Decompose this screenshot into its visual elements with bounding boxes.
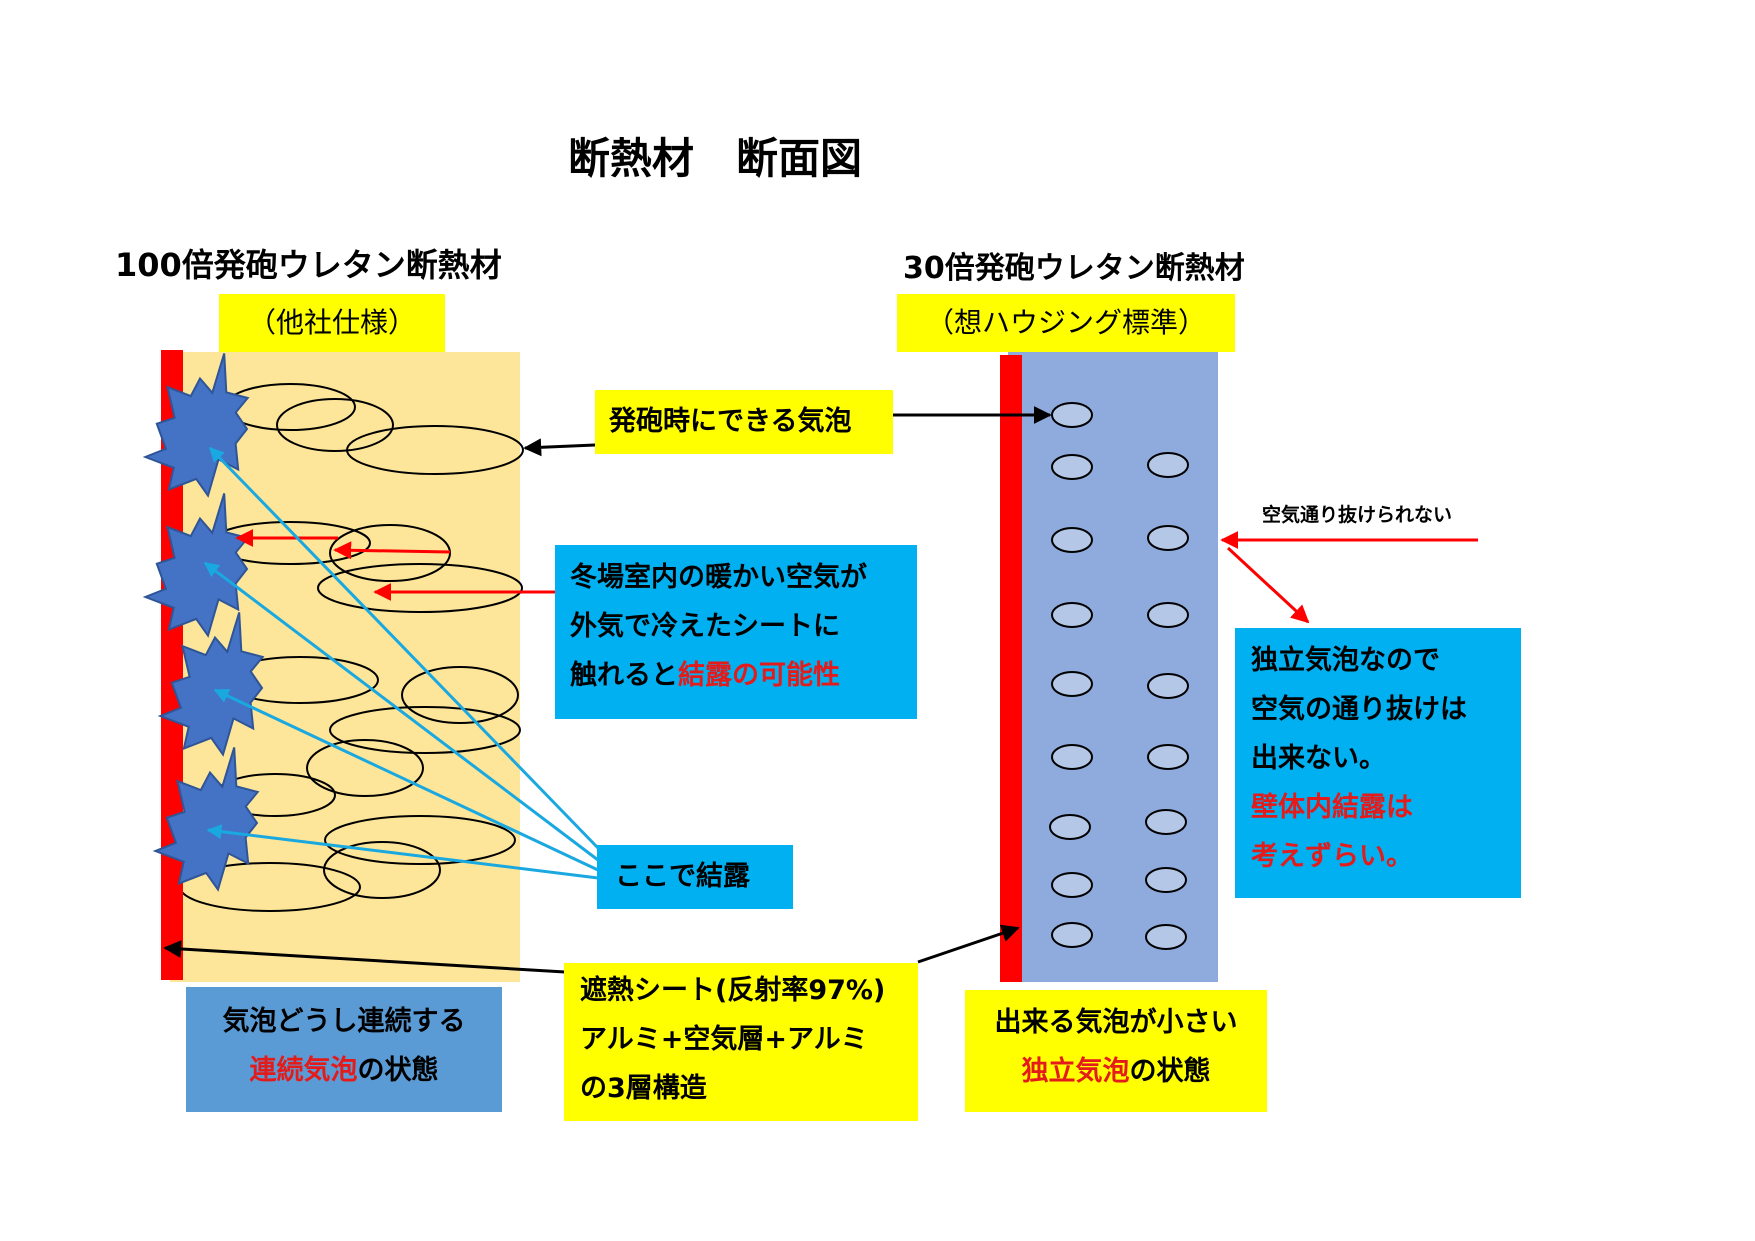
warm-air-line1: 冬場室内の暖かい空気が	[570, 562, 867, 593]
left-spec-tag: （他社仕様）	[219, 294, 445, 352]
sheet-line1: 遮熱シート(反射率97%)	[580, 975, 886, 1006]
closed-bubble	[1147, 452, 1189, 478]
left-note: 気泡どうし連続する 連続気泡の状態	[186, 987, 502, 1112]
closed-bubble	[1051, 454, 1093, 480]
open-bubble	[306, 739, 424, 797]
closed-bubble	[1051, 402, 1093, 428]
condensation-risk-text: 結露の可能性	[678, 660, 840, 691]
closed-bubble	[1147, 602, 1189, 628]
callout-bubbles: 発砲時にできる気泡	[595, 390, 893, 454]
left-note-line1: 気泡どうし連続する	[222, 1006, 466, 1037]
condensation-star-icon	[142, 493, 250, 638]
closed-bubble	[1051, 671, 1093, 697]
open-bubble	[346, 425, 524, 475]
open-bubble	[329, 706, 521, 754]
closed-bubble	[1145, 809, 1187, 835]
open-bubble	[401, 666, 519, 724]
right-foam-panel	[1000, 350, 1218, 982]
airflow-label: 空気通り抜けられない	[1262, 504, 1453, 526]
open-cell-term: 連続気泡	[249, 1055, 358, 1086]
independent-line5: 考えずらい。	[1251, 841, 1413, 872]
right-heading: 30倍発砲ウレタン断熱材	[903, 251, 1245, 286]
open-bubble	[323, 841, 441, 899]
page-title: 断熱材 断面図	[568, 134, 863, 183]
closed-bubble	[1051, 872, 1093, 898]
callout-condense: ここで結露	[597, 845, 793, 909]
arrow-warm-air	[333, 541, 451, 560]
arrow-air-deflect	[1226, 546, 1310, 624]
right-note-line2-tail: の状態	[1129, 1056, 1211, 1087]
callout-sheet: 遮熱シート(反射率97%) アルミ+空気層+アルミ の3層構造	[564, 963, 918, 1121]
arrow-sheet-to-left	[163, 939, 566, 974]
closed-bubble	[1051, 744, 1093, 770]
open-bubble	[329, 524, 451, 582]
independent-line3: 出来ない。	[1251, 743, 1386, 774]
closed-bubble	[1145, 867, 1187, 893]
callout-warm-air: 冬場室内の暖かい空気が 外気で冷えたシートに 触れると結露の可能性	[555, 545, 917, 719]
arrow-condense	[203, 561, 599, 862]
right-heat-shield-sheet	[1000, 355, 1022, 982]
closed-bubble	[1145, 924, 1187, 950]
closed-bubble	[1051, 922, 1093, 948]
arrow-condense	[206, 824, 599, 880]
right-note-line2: 独立気泡の状態	[965, 1047, 1267, 1096]
warm-air-line3: 触れると結露の可能性	[570, 651, 917, 700]
right-note: 出来る気泡が小さい 独立気泡の状態	[965, 990, 1267, 1112]
open-bubble	[276, 398, 394, 452]
arrows	[163, 406, 1478, 974]
closed-bubble	[1051, 527, 1093, 553]
closed-bubble	[1147, 744, 1189, 770]
left-note-line2-tail: の状態	[357, 1055, 439, 1086]
closed-bubble	[1051, 602, 1093, 628]
callout-independent: 独立気泡なので 空気の通り抜けは 出来ない。 壁体内結露は 考えずらい。	[1235, 628, 1521, 898]
condensation-star-icon	[152, 747, 260, 892]
condensation-star-icon	[157, 612, 265, 757]
open-bubble	[317, 563, 523, 613]
left-heading: 100倍発砲ウレタン断熱材	[115, 246, 502, 284]
independent-line2: 空気の通り抜けは	[1251, 694, 1467, 725]
arrow-condense	[208, 446, 600, 850]
independent-line1: 独立気泡なので	[1251, 645, 1440, 676]
independent-line4: 壁体内結露は	[1251, 792, 1413, 823]
arrow-sheet-to-right	[917, 924, 1020, 964]
closed-bubble	[1049, 814, 1091, 840]
closed-bubble	[1147, 673, 1189, 699]
left-note-line2: 連続気泡の状態	[186, 1046, 502, 1095]
closed-cell-bubbles	[1049, 402, 1189, 950]
warm-air-line2: 外気で冷えたシートに	[570, 611, 840, 642]
right-foam-body	[1008, 350, 1218, 982]
warm-air-line3-text: 触れると	[570, 660, 678, 691]
right-note-line1: 出来る気泡が小さい	[994, 1007, 1238, 1038]
sheet-line2: アルミ+空気層+アルミ	[580, 1024, 868, 1055]
closed-cell-term: 独立気泡	[1021, 1056, 1130, 1087]
closed-bubble	[1147, 525, 1189, 551]
right-spec-tag: （想ハウジング標準）	[897, 294, 1235, 352]
arrow-condense	[213, 688, 599, 872]
sheet-line3: の3層構造	[580, 1073, 707, 1104]
left-foam-panel	[142, 350, 524, 982]
open-bubble	[324, 815, 516, 865]
arrow-bubbles-to-left	[523, 438, 596, 457]
